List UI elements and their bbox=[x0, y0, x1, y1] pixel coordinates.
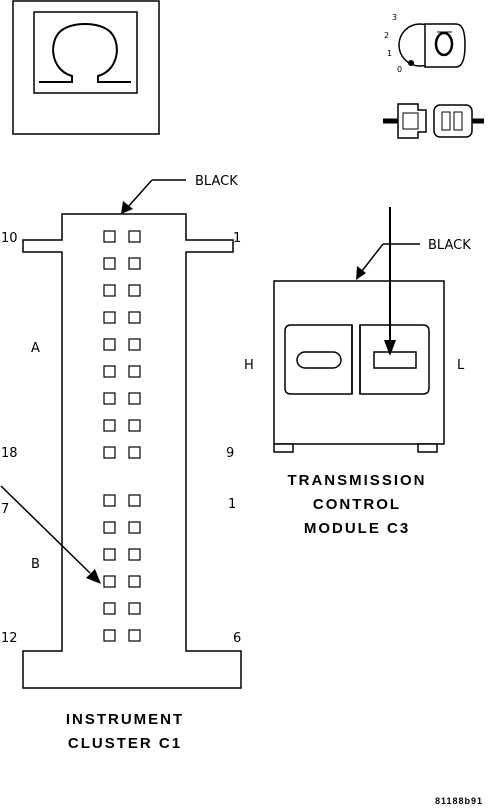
c1-pin-cavity bbox=[128, 284, 141, 297]
key-position-3: 3 bbox=[392, 13, 397, 22]
c1-pin-cavity bbox=[103, 629, 116, 642]
tcm-side-label-h: H bbox=[244, 358, 254, 373]
c1-pin-cavity bbox=[128, 494, 141, 507]
ohmmeter-icon bbox=[12, 0, 160, 135]
c1-pin-cavity bbox=[103, 521, 116, 534]
c1-pin-cavity bbox=[103, 548, 116, 561]
c1-pin-cavity bbox=[128, 575, 141, 588]
c1-pin-cavity bbox=[103, 446, 116, 459]
c1-pin-cavity bbox=[128, 257, 141, 270]
c1-pin-cavity bbox=[128, 392, 141, 405]
c1-pin-cavity bbox=[103, 284, 116, 297]
c1-pin-cavity bbox=[128, 365, 141, 378]
c1-pin-cavity bbox=[103, 602, 116, 615]
c1-caption-line1: INSTRUMENT bbox=[66, 711, 184, 728]
tcm-caption-line3: MODULE C3 bbox=[304, 520, 410, 537]
c1-color-callout-arrow bbox=[121, 179, 186, 214]
c1-pin-cavity bbox=[128, 446, 141, 459]
c1-pin-cavity bbox=[103, 494, 116, 507]
c1-pin-cavity bbox=[103, 392, 116, 405]
key-position-2: 2 bbox=[384, 31, 389, 40]
tcm-caption-line1: TRANSMISSION bbox=[287, 472, 426, 489]
c1-pin-cavity bbox=[128, 602, 141, 615]
c1-pin-label-6: 6 bbox=[233, 631, 241, 646]
c1-pin-cavities bbox=[103, 230, 141, 642]
c1-pin-label-7: 7 bbox=[1, 502, 9, 517]
ignition-key-icon: 3 2 1 0 bbox=[384, 13, 466, 74]
c1-color-label: BLACK bbox=[195, 174, 238, 189]
c1-pin-cavity bbox=[128, 419, 141, 432]
c1-pin-label-9: 9 bbox=[226, 446, 234, 461]
c1-pin-cavity bbox=[128, 548, 141, 561]
tcm-color-label: BLACK bbox=[428, 238, 471, 253]
instrument-cluster-connector: BLACK 10 1 A 18 9 7 1 B 12 6 INSTRUMENT … bbox=[0, 174, 242, 752]
c1-pin-cavity bbox=[128, 230, 141, 243]
c1-pin-cavity bbox=[103, 311, 116, 324]
tcm-pin-pointer-arrow bbox=[384, 207, 396, 356]
c1-pin-cavity bbox=[103, 230, 116, 243]
c1-pin-cavity bbox=[103, 365, 116, 378]
key-position-1: 1 bbox=[387, 49, 392, 58]
c1-pin-cavity bbox=[103, 257, 116, 270]
c1-pin-cavity bbox=[128, 311, 141, 324]
c1-pin-label-10: 10 bbox=[1, 231, 18, 246]
tcm-color-callout-arrow bbox=[356, 243, 420, 280]
connector-disconnect-icon bbox=[383, 103, 484, 139]
tcm-side-label-l: L bbox=[457, 358, 465, 373]
c1-pin-label-1-lower: 1 bbox=[228, 497, 236, 512]
tcm-connector: BLACK H L TRANSMISSION CONTROL MODULE C3 bbox=[244, 207, 471, 537]
c1-pin-cavity bbox=[128, 629, 141, 642]
c1-pin-label-12: 12 bbox=[1, 631, 18, 646]
tcm-cavity-h bbox=[296, 351, 342, 369]
c1-section-label-a: A bbox=[31, 341, 40, 356]
tcm-caption-line2: CONTROL bbox=[313, 496, 401, 513]
c1-pin-cavity bbox=[103, 338, 116, 351]
c1-pin-cavity bbox=[103, 575, 116, 588]
c1-pin-label-1-top: 1 bbox=[233, 231, 241, 246]
c1-caption-line2: CLUSTER C1 bbox=[68, 735, 182, 752]
tcm-cavity-l bbox=[373, 351, 417, 369]
reference-number: 81188b91 bbox=[435, 796, 483, 806]
c1-pin-cavity bbox=[103, 419, 116, 432]
key-position-0: 0 bbox=[397, 65, 402, 74]
c1-pin-label-18: 18 bbox=[1, 446, 18, 461]
c1-pin-cavity bbox=[128, 521, 141, 534]
c1-section-label-b: B bbox=[31, 557, 40, 572]
c1-pin-cavity bbox=[128, 338, 141, 351]
c1-pin-pointer-arrow bbox=[0, 485, 101, 584]
